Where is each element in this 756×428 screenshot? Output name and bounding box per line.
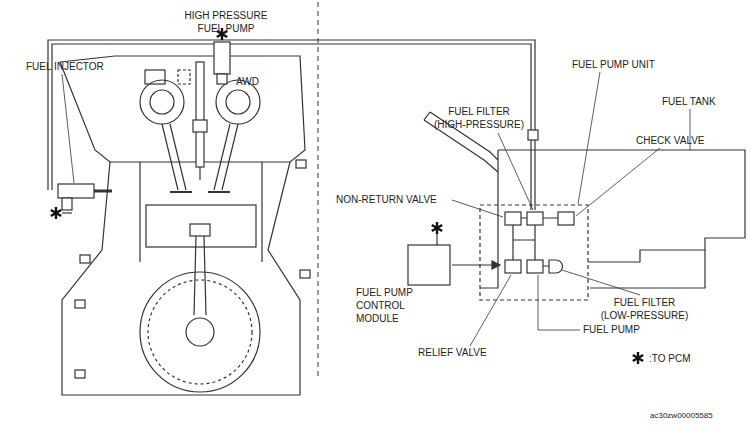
part-label: FUEL PUMP CONTROL MODULE bbox=[356, 286, 418, 325]
cylinder-bore bbox=[140, 162, 262, 262]
crankshaft bbox=[140, 272, 260, 392]
return-pipe bbox=[588, 250, 705, 262]
part-label: FUEL INJECTOR bbox=[26, 60, 104, 73]
fuel-line bbox=[52, 44, 531, 210]
filler-pipe bbox=[424, 112, 430, 120]
leader-line bbox=[576, 148, 660, 216]
part-label: FUEL FILTER (LOW-PRESSURE) bbox=[600, 296, 689, 322]
figure-id: ac30zw00005585 bbox=[650, 411, 713, 421]
fuel-line bbox=[48, 40, 535, 210]
internal-pipe bbox=[513, 218, 558, 266]
high-pressure-pump bbox=[217, 74, 227, 84]
non-return-valve bbox=[505, 212, 521, 225]
part-label: FUEL PUMP bbox=[583, 323, 640, 336]
fuel-pump-unit bbox=[480, 205, 588, 300]
injector-connector bbox=[62, 198, 72, 210]
relief-valve bbox=[505, 260, 521, 273]
bolt bbox=[75, 300, 85, 308]
spark-plug bbox=[199, 167, 200, 180]
pipe-joint bbox=[528, 130, 538, 140]
check-valve bbox=[558, 212, 574, 225]
camshaft bbox=[150, 90, 174, 114]
part-label: HIGH PRESSURE FUEL PUMP bbox=[171, 9, 281, 35]
part-label: FUEL PUMP UNIT bbox=[572, 58, 655, 71]
camshaft bbox=[140, 80, 184, 124]
valve-cover-part bbox=[178, 70, 190, 84]
leader-line bbox=[62, 74, 74, 183]
low-pressure-filter bbox=[549, 260, 563, 273]
piston-pin bbox=[190, 224, 210, 236]
bolt bbox=[80, 255, 90, 263]
fuel-injector bbox=[94, 190, 112, 193]
part-label: FUEL FILTER (HIGH-PRESSURE) bbox=[432, 105, 526, 131]
leader-line bbox=[470, 275, 511, 346]
divider-line bbox=[318, 2, 319, 380]
pcm-star bbox=[51, 28, 442, 245]
leader-line bbox=[578, 72, 600, 204]
bolt bbox=[75, 370, 85, 378]
high-pressure-pump bbox=[214, 42, 230, 74]
legend-text: :TO PCM bbox=[649, 353, 690, 364]
leader-line bbox=[562, 270, 640, 295]
part-label: RELIEF VALVE bbox=[418, 346, 487, 359]
bolt bbox=[296, 160, 306, 168]
fuel-pump bbox=[527, 260, 543, 273]
part-label: NON-RETURN VALVE bbox=[336, 193, 437, 206]
line-label: AWD bbox=[236, 75, 259, 88]
leader-line bbox=[538, 275, 580, 330]
crankshaft bbox=[186, 318, 214, 346]
legend-star bbox=[630, 350, 646, 366]
bolt bbox=[300, 270, 310, 278]
spark-plug bbox=[196, 62, 204, 167]
arrowhead bbox=[492, 261, 500, 269]
high-pressure-filter bbox=[527, 212, 543, 225]
fuel-tank bbox=[480, 150, 745, 288]
spark-plug bbox=[193, 120, 207, 132]
piston bbox=[146, 205, 256, 247]
control-module bbox=[408, 245, 450, 285]
crankshaft bbox=[148, 280, 252, 384]
part-label: CHECK VALVE bbox=[636, 134, 705, 147]
leader-line bbox=[452, 200, 503, 217]
cylinder-block bbox=[62, 162, 300, 395]
valve-head bbox=[170, 191, 230, 193]
legend-item: :TO PCM bbox=[630, 350, 690, 366]
signal-arrow bbox=[452, 264, 494, 265]
connecting-rod bbox=[194, 236, 206, 315]
part-label: FUEL TANK bbox=[662, 95, 716, 108]
camshaft bbox=[226, 90, 250, 114]
valve-cover-part bbox=[145, 70, 165, 84]
leader-line bbox=[498, 133, 533, 210]
fuel-injector bbox=[58, 184, 94, 198]
